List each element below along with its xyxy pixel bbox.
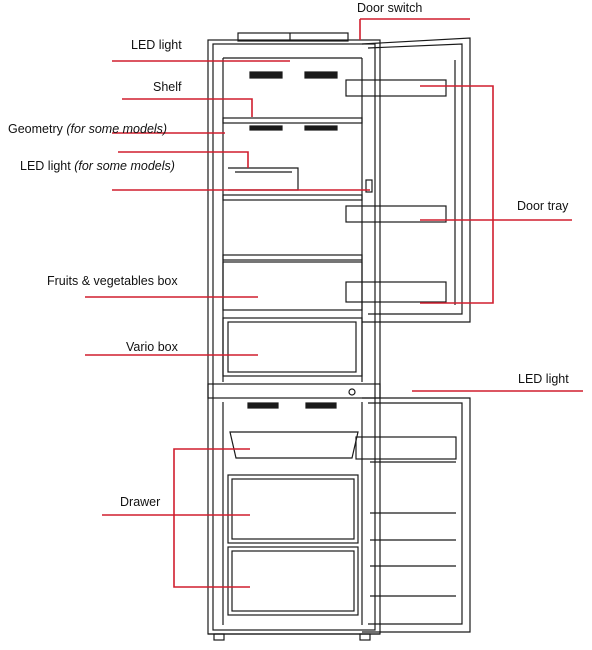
label-led-light-top: LED light <box>131 38 182 52</box>
label-geometry-note: (for some models) <box>66 122 168 136</box>
label-door-tray: Door tray <box>517 199 569 213</box>
label-door-switch: Door switch <box>357 1 423 15</box>
door-tray-2 <box>345 205 447 223</box>
label-drawer: Drawer <box>120 495 161 509</box>
freezer-tray <box>229 431 359 459</box>
leader-shelf <box>122 98 253 117</box>
label-fruits-vegetables-box: Fruits & vegetables box <box>47 274 178 288</box>
label-geometry-text: Geometry <box>8 122 63 136</box>
label-led-light-mid-note: (for some models) <box>74 159 175 173</box>
leader-drawer <box>173 448 250 588</box>
shelf-1 <box>222 117 363 124</box>
compartment-separator <box>207 383 381 399</box>
door-tray-1 <box>345 79 447 97</box>
label-shelf: Shelf <box>153 80 182 94</box>
shelf-2 <box>222 194 363 201</box>
leader-door-tray <box>420 85 494 304</box>
label-vario-box: Vario box <box>126 340 178 354</box>
drawer-2 <box>227 546 359 616</box>
vario-box <box>222 317 363 377</box>
label-led-light-mid: LED light (for some models) <box>20 159 175 174</box>
label-geometry: Geometry (for some models) <box>8 122 167 137</box>
lower-door <box>362 397 471 633</box>
door-tray-3 <box>345 281 447 303</box>
cabinet-inner-outline <box>212 43 376 631</box>
lower-door-tray <box>355 436 457 460</box>
cabinet-outline <box>207 39 381 635</box>
geometry-rack <box>228 167 299 191</box>
top-hinge <box>237 32 349 42</box>
upper-door <box>361 37 471 323</box>
leader-led-mid <box>118 151 249 168</box>
label-led-light-right: LED light <box>518 372 569 386</box>
shelf-3 <box>222 254 363 261</box>
fruits-box <box>222 261 363 311</box>
top-light-left <box>249 71 283 79</box>
top-light-right <box>304 71 338 79</box>
drawer-1 <box>227 474 359 544</box>
label-led-light-mid-text: LED light <box>20 159 71 173</box>
